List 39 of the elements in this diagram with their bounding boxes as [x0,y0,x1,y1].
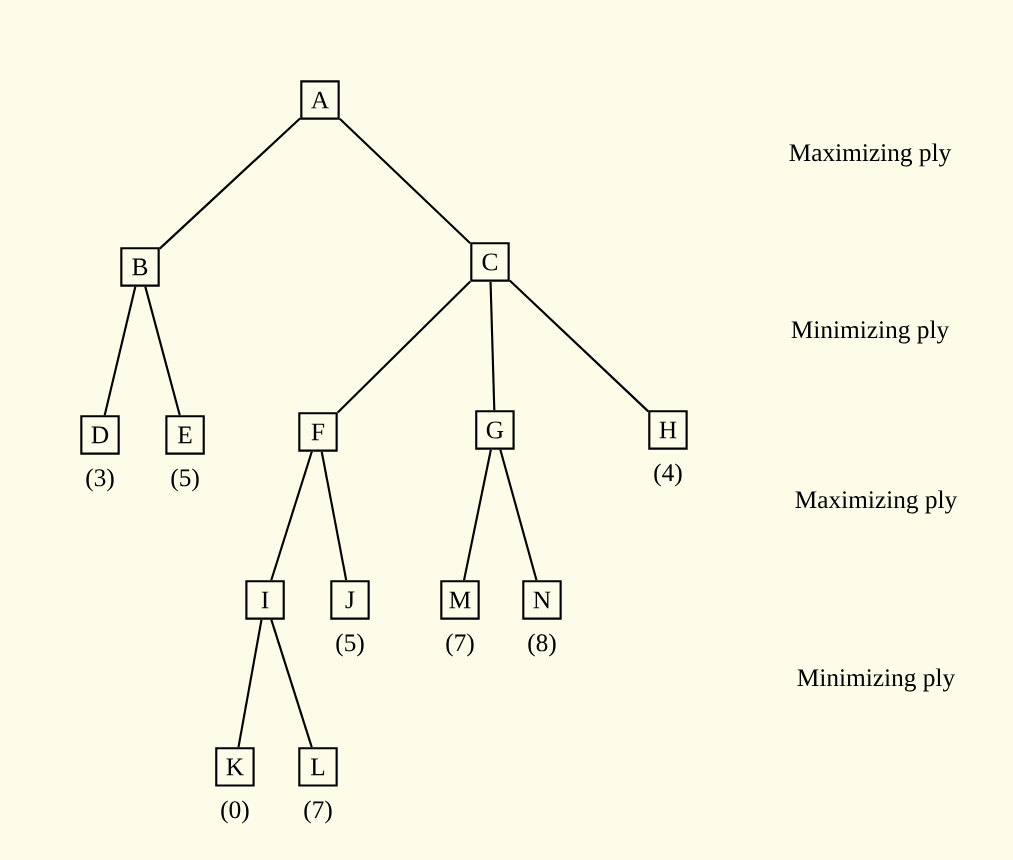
node-value: (5) [336,633,364,657]
node-value: (8) [528,633,556,657]
tree-edge [320,451,348,581]
tree-edge [237,619,263,748]
tree-edge [489,281,496,411]
node-box: G [475,410,515,450]
node-box: F [298,412,338,452]
node-box: C [470,242,510,282]
tree-edge [463,449,492,581]
node-value: (4) [654,463,682,487]
node-box: L [298,747,338,787]
tree-edge [103,286,137,416]
node-value: (5) [171,468,199,492]
tree-edge [270,451,313,581]
ply-label: Minimizing ply [797,668,956,692]
tree-edge [159,117,301,250]
node-value: (7) [446,633,474,657]
ply-label: Minimizing ply [791,320,950,344]
node-value: (3) [86,468,114,492]
tree-edge [339,118,471,244]
node-box: B [120,247,160,287]
node-box: I [245,580,285,620]
ply-label: Maximizing ply [795,490,958,514]
tree-edge [499,449,538,581]
node-box: A [300,80,340,120]
tree-edge [144,286,181,416]
node-box: E [165,415,205,455]
node-box: M [440,580,480,620]
node-box: D [80,415,120,455]
tree-edge [270,619,313,748]
tree-edge [508,279,649,413]
node-box: H [648,410,688,450]
node-value: (7) [304,800,332,824]
ply-label: Maximizing ply [789,143,952,167]
node-value: (0) [221,800,249,824]
node-box: J [330,580,370,620]
node-box: N [522,580,562,620]
tree-edge [336,280,471,414]
node-box: K [215,747,255,787]
